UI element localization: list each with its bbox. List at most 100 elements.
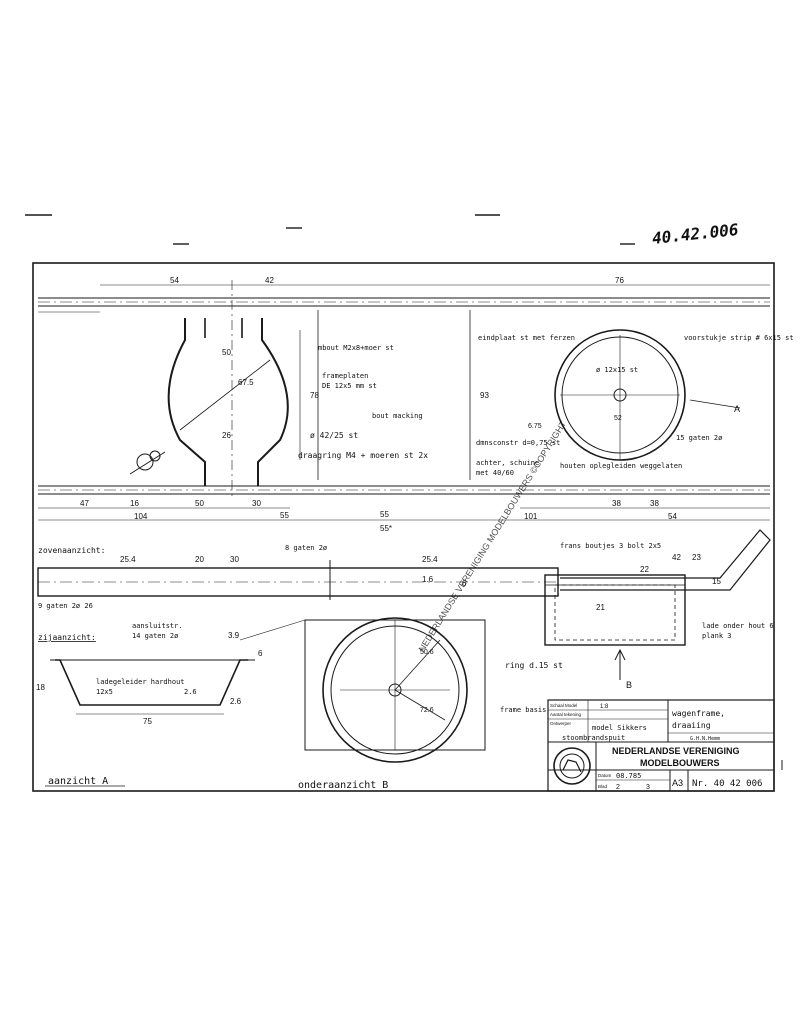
label-stiff-note2: achter, schuine (476, 459, 539, 467)
side-dim-12: 15 (712, 577, 721, 586)
tb-date-value: 08.785 (616, 772, 641, 780)
side-label-slots2: 14 gaten 2ø (132, 632, 179, 640)
arrow-b-label: B (626, 680, 632, 690)
title-block (547, 699, 775, 792)
dim-vert-4: 6.75 (528, 423, 542, 430)
label-lower-note: houten oplegleiden weggelaten (560, 462, 682, 470)
tb-title: wagenframe, (672, 709, 725, 718)
end-label-wood-dim: 2.6 (184, 688, 197, 696)
arrow-b-head (614, 648, 626, 661)
bolster-right (257, 318, 289, 486)
side-dim-9: 22 (640, 565, 649, 574)
side-dim-1: 25.4 (120, 555, 136, 564)
dim-top-1: 54 (170, 276, 179, 285)
nvm-logo-seal (559, 753, 585, 779)
dim-overall-4: 101 (524, 512, 538, 521)
tb-title2: draaiing (672, 721, 711, 730)
side-box-hidden (554, 584, 676, 641)
label-ring: voorstukje strip # 6x15 st (684, 334, 794, 342)
dim-top-3: 76 (615, 276, 624, 285)
tb-number: Nr. 40 42 006 (692, 779, 762, 789)
tb-row2-label: Aantal tekening (550, 712, 582, 717)
nvm-logo-seal (562, 759, 582, 773)
wheel-sketch (129, 451, 166, 475)
tb-row3-label: Ontwerper (550, 721, 572, 726)
bottom-label-ring: ring d.15 st (505, 661, 563, 670)
label-beams-spec: DE 12x5 mm st (322, 382, 377, 390)
dim-overall-1: 104 (134, 512, 148, 521)
wheel-sketch (136, 453, 154, 471)
arrow-a-label: A (734, 404, 740, 414)
nvm-logo-seal (553, 747, 591, 785)
tb-row1-value: 1:8 (600, 704, 609, 710)
end-dim-4: 2.6 (230, 697, 242, 706)
tb-org-line2: MODELBOUWERS (640, 758, 720, 768)
side-dim-6: 1.6 (422, 575, 434, 584)
bottom-view-ring (322, 617, 468, 763)
label-wheel-spec: ø 12x15 st (596, 366, 638, 374)
dim-overall-5: 54 (668, 512, 677, 521)
bottom-dim-diag1: 50.6 (420, 649, 434, 656)
end-dim-1: 3.9 (228, 631, 240, 640)
label-hole: ø 42/25 st (310, 431, 358, 440)
tb-org-line1: NEDERLANDSE VERENIGING (612, 746, 740, 756)
label-wheel-small: 52 (614, 415, 622, 422)
dim-diagonal: 67.5 (238, 378, 254, 387)
dim-vert-1: 50 (222, 348, 231, 357)
side-dim-2: 20 (195, 555, 204, 564)
end-dim-2: 18 (36, 683, 45, 692)
end-dim-bottom: 75 (143, 717, 152, 726)
side-dim-4: 8 gaten 2ø (285, 544, 328, 552)
tb-sheet-value: 2 (616, 784, 620, 791)
side-label-plank2: plank 3 (702, 632, 732, 640)
tb-date-label: Datum (598, 773, 612, 778)
label-draw-bar: draagring M4 + moeren st 2x (298, 451, 428, 460)
label-stiff-note3: met 40/60 (476, 469, 514, 477)
arrow-a-line (689, 399, 741, 409)
dim-bottom-4: 30 (252, 499, 261, 508)
dim-inner: 26 (222, 431, 231, 440)
label-bolt: mbout M2x8+moer st (318, 344, 394, 352)
dim-overall-2: 55 (380, 510, 389, 519)
dim-bottom-3: 50 (195, 499, 204, 508)
bolster-left (167, 318, 206, 486)
label-holes-right: 15 gaten 2ø (676, 434, 723, 442)
bottom-label-frame: frame basis (500, 706, 546, 714)
side-label-holes: 9 gaten 2ø 26 (38, 602, 93, 610)
side-box (544, 574, 686, 646)
drawing-border (32, 262, 775, 792)
dim-bottom-2: 16 (130, 499, 139, 508)
bottom-view-radius (394, 689, 446, 721)
side-label-bolt: frans boutjes 3 bolt 2x5 (560, 542, 661, 550)
dim-bottom-7: 38 (650, 499, 659, 508)
side-bracket (560, 529, 771, 591)
view-label-b: onderaanzicht B (298, 780, 388, 791)
dim-vert-2: 78 (310, 391, 319, 400)
dim-bottom-5: 55 (280, 511, 289, 520)
end-label-wood: ladegeleider hardhout (96, 678, 185, 686)
diagonal-dim (179, 359, 271, 431)
dim-overall-3: 55* (380, 524, 392, 533)
dim-bottom-1: 47 (80, 499, 89, 508)
dim-vert-3: 93 (480, 391, 489, 400)
side-label-slots: aansluitstr. (132, 622, 183, 630)
side-label-plank: lade onder hout 6 (702, 622, 774, 630)
label-stiff-note: dmnsconstr d=0,75 st (476, 439, 560, 447)
side-dim-10: 42 (672, 553, 681, 562)
side-dim-8: 6 (462, 579, 467, 588)
bottom-dim-diag2: 72.6 (420, 707, 434, 714)
view-label-a: aanzicht A (48, 776, 108, 787)
tb-row3-value2: stoombrandspuit (562, 734, 625, 742)
side-dim-7: 21 (596, 603, 605, 612)
tb-drawn-by: G.H.N.Hemm (690, 736, 720, 742)
side-dim-11: 23 (692, 553, 701, 562)
tb-format: A3 (672, 778, 683, 788)
tb-sheet-label: Blad (598, 784, 608, 789)
end-dim-3: 6 (258, 649, 263, 658)
side-dim-5: 25.4 (422, 555, 438, 564)
end-view-title: zijaanzicht: (38, 633, 96, 642)
label-hatch: bout macking (372, 412, 423, 420)
dim-top-2: 42 (265, 276, 274, 285)
tb-row3-value: model Sikkers (592, 724, 647, 732)
